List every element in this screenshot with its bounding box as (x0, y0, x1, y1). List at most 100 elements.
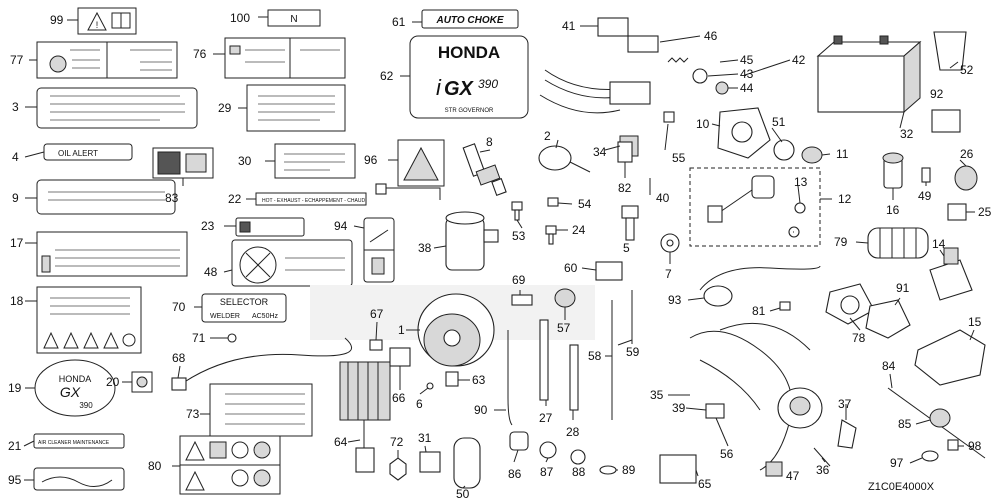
label-100-n-plate: N (267, 9, 321, 27)
callout-61: 61 (392, 15, 406, 29)
callout-87: 87 (540, 465, 554, 479)
callout-71: 71 (192, 331, 206, 345)
part-37-key-switch (777, 387, 857, 449)
n-mark-text: N (290, 14, 297, 25)
callout-79: 79 (834, 235, 848, 249)
callout-76: 76 (193, 47, 207, 61)
callout-92: 92 (930, 87, 944, 101)
callout-59: 59 (626, 345, 640, 359)
part-93-sensor (703, 285, 733, 307)
callout-97: 97 (890, 456, 904, 470)
callout-85: 85 (898, 417, 912, 431)
part-8-spark-plug (462, 143, 507, 196)
callout-6: 6 (416, 397, 423, 411)
part-55-wires (539, 69, 675, 123)
governor-text: STR GOVERNOR (445, 108, 494, 114)
model-gx-text: GX (444, 78, 475, 100)
callout-44: 44 (740, 81, 754, 95)
callout-60: 60 (564, 261, 578, 275)
label-48 (231, 239, 353, 287)
callout-94: 94 (334, 219, 348, 233)
part-91 (865, 299, 911, 339)
callout-20: 20 (106, 375, 120, 389)
group-12-box (689, 167, 821, 247)
label-77-warning (36, 41, 178, 79)
part-72-nut (389, 457, 407, 481)
callout-77: 77 (10, 53, 24, 67)
label-19-honda-gx-emblem: HONDA GX 390 (34, 359, 116, 417)
callout-22: 22 (228, 192, 242, 206)
part-7-washer-hole (666, 239, 674, 247)
part-66 (389, 347, 411, 367)
callout-81: 81 (752, 304, 766, 318)
callout-66: 66 (392, 391, 406, 405)
callout-13a: 13 (794, 175, 808, 189)
callout-12: 12 (838, 192, 852, 206)
part-31 (419, 451, 441, 473)
callout-54: 54 (578, 197, 592, 211)
part-43 (692, 68, 708, 84)
part-86 (509, 431, 529, 451)
callout-50: 50 (456, 487, 470, 500)
callout-69: 69 (512, 273, 526, 287)
callout-1: 1 (398, 323, 405, 337)
part-89 (599, 465, 617, 475)
part-39 (705, 403, 725, 419)
callout-9: 9 (12, 191, 19, 205)
callout-93: 93 (668, 293, 682, 307)
model-num-text: 390 (478, 77, 498, 91)
label-96 (397, 139, 445, 187)
oil-alert-text: OIL ALERT (58, 149, 98, 158)
label-76 (224, 37, 346, 79)
label-70-selector: SELECTOR WELDER AC50Hz (201, 293, 287, 323)
part-27-bracket (539, 319, 549, 401)
label-22-hot-exhaust: HOT - EXHAUST - ECHAPPEMENT - CHAUD (255, 192, 367, 206)
callout-73: 73 (186, 407, 200, 421)
part-16-knob (882, 152, 904, 189)
part-38-ignition-coil (375, 183, 499, 271)
part-85 (929, 408, 951, 428)
callout-21: 21 (8, 439, 22, 453)
part-26-cap (954, 165, 978, 191)
callout-15: 15 (968, 315, 982, 329)
callout-47: 47 (786, 469, 800, 483)
label-18 (36, 286, 142, 354)
part-47 (765, 461, 783, 477)
label-95 (33, 467, 125, 491)
part-97 (921, 450, 939, 462)
part-52-strap (933, 31, 967, 71)
callout-68: 68 (172, 351, 186, 365)
part-2-sensor (538, 145, 591, 173)
callout-46: 46 (704, 29, 718, 43)
welder-text: WELDER (210, 313, 240, 320)
callout-57: 57 (557, 321, 571, 335)
callout-83: 83 (165, 191, 179, 205)
callout-78: 78 (852, 331, 866, 345)
part-57-grommet (554, 288, 576, 308)
part-98 (947, 439, 959, 451)
part-82 (617, 141, 633, 163)
label-73 (209, 383, 313, 437)
label-29 (246, 84, 346, 132)
callout-65: 65 (698, 477, 712, 491)
part-45-spring (667, 57, 689, 63)
callout-80: 80 (148, 459, 162, 473)
callout-67: 67 (370, 307, 384, 321)
callout-26: 26 (960, 147, 974, 161)
emblem-brand-text: HONDA (59, 374, 92, 384)
callout-90: 90 (474, 403, 488, 417)
air-cleaner-text: AIR CLEANER MAINTENANCE (38, 440, 110, 446)
label-61-auto-choke: AUTO CHOKE (421, 9, 519, 29)
part-11 (801, 146, 823, 164)
part-14-mount (929, 247, 973, 301)
hot-exhaust-text: HOT - EXHAUST - ECHAPPEMENT - CHAUD (262, 198, 365, 204)
callout-70: 70 (172, 300, 186, 314)
callout-37: 37 (838, 397, 852, 411)
diagram-code: Z1C0E4000X (868, 481, 935, 493)
part-92 (931, 109, 961, 133)
part-6 (426, 382, 434, 390)
callout-19: 19 (8, 381, 22, 395)
callout-52: 52 (960, 63, 974, 77)
